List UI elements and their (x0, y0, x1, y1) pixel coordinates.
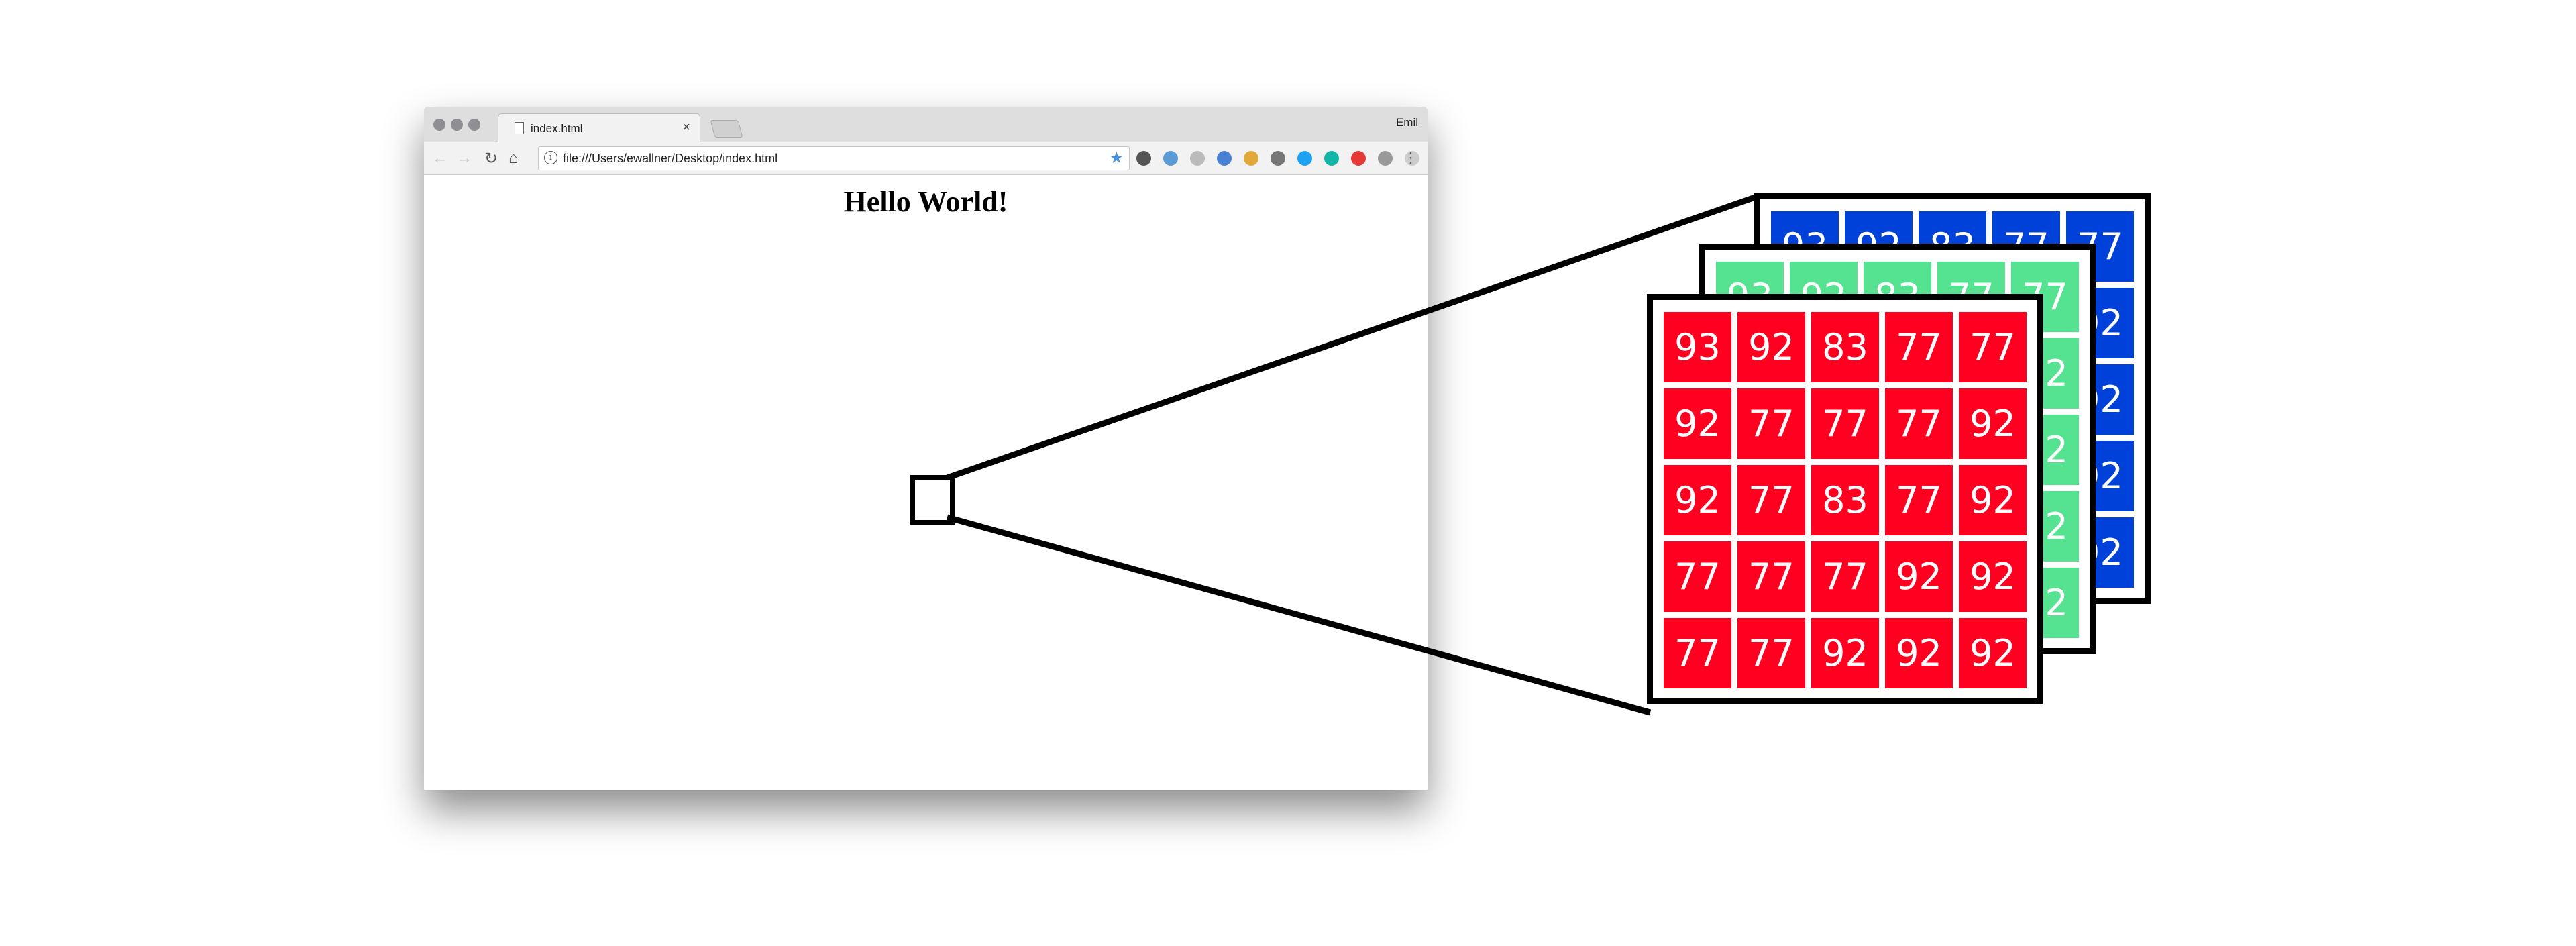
reload-icon[interactable]: ↻ (484, 150, 498, 168)
maximize-window-button[interactable] (468, 119, 480, 131)
browser-window: index.html × Emil ← → ↻ ⌂ i file:///User… (424, 107, 1428, 790)
zoom-region-marker (910, 475, 955, 525)
toolbar: ← → ↻ ⌂ i file:///Users/ewallner/Desktop… (424, 142, 1428, 175)
zoom-line-bottom (946, 514, 1652, 716)
grid-cell: 77 (1885, 465, 1953, 535)
extension-icons (1136, 151, 1419, 166)
grid-cell: 93 (1664, 312, 1731, 382)
extension-icon[interactable] (1244, 151, 1258, 166)
grid-cell: 92 (1811, 618, 1879, 688)
back-icon[interactable]: ← (432, 149, 448, 167)
grid-cell: 77 (1737, 465, 1805, 535)
grid-cell: 92 (1959, 618, 2027, 688)
extension-icon[interactable] (1271, 151, 1285, 166)
grid-cell: 77 (1737, 618, 1805, 688)
profile-name[interactable]: Emil (1395, 116, 1418, 129)
close-window-button[interactable] (433, 119, 445, 131)
grid-cell: 77 (1959, 312, 2027, 382)
extension-icon[interactable] (1297, 151, 1312, 166)
extension-icon[interactable] (1351, 151, 1366, 166)
url-text[interactable]: file:///Users/ewallner/Desktop/index.htm… (563, 152, 778, 165)
grid-cell: 77 (1664, 618, 1731, 688)
grid-cell: 92 (1737, 312, 1805, 382)
page-content: Hello World! (424, 175, 1428, 790)
extension-icon[interactable] (1378, 151, 1393, 166)
grid-cell: 77 (1885, 312, 1953, 382)
grid-cell: 83 (1811, 312, 1879, 382)
grid-cell: 77 (1737, 388, 1805, 459)
window-controls (433, 119, 480, 131)
grid-cell: 77 (1737, 541, 1805, 612)
address-bar[interactable]: i file:///Users/ewallner/Desktop/index.h… (538, 146, 1130, 170)
grid-cell: 92 (1664, 388, 1731, 459)
extension-icon[interactable] (1163, 151, 1178, 166)
grid-cell: 77 (1811, 541, 1879, 612)
forward-icon[interactable]: → (456, 149, 472, 167)
extension-icon[interactable] (1217, 151, 1232, 166)
grid-cell: 83 (1811, 465, 1879, 535)
grid-cell: 92 (1885, 618, 1953, 688)
grid-cell: 92 (1959, 541, 2027, 612)
extension-icon[interactable] (1324, 151, 1339, 166)
grid-cell: 92 (1885, 541, 1953, 612)
grid-cell: 92 (1959, 465, 2027, 535)
bookmark-star-icon[interactable]: ★ (1109, 149, 1124, 167)
home-icon[interactable]: ⌂ (508, 149, 519, 167)
minimize-window-button[interactable] (451, 119, 463, 131)
extension-icon[interactable] (1190, 151, 1205, 166)
grid-cell: 77 (1811, 388, 1879, 459)
grid-cell: 92 (1959, 388, 2027, 459)
tab-bar: index.html × Emil (424, 107, 1428, 143)
info-icon[interactable]: i (544, 151, 557, 164)
zoom-line-top (946, 193, 1760, 481)
extension-icon[interactable] (1405, 151, 1419, 166)
menu-icon[interactable]: ⋮ (1403, 149, 1418, 166)
grid-cell: 92 (1664, 465, 1731, 535)
grid-cell: 77 (1885, 388, 1953, 459)
grid-cell: 77 (1664, 541, 1731, 612)
extension-icon[interactable] (1136, 151, 1151, 166)
page-heading: Hello World! (843, 185, 1008, 218)
